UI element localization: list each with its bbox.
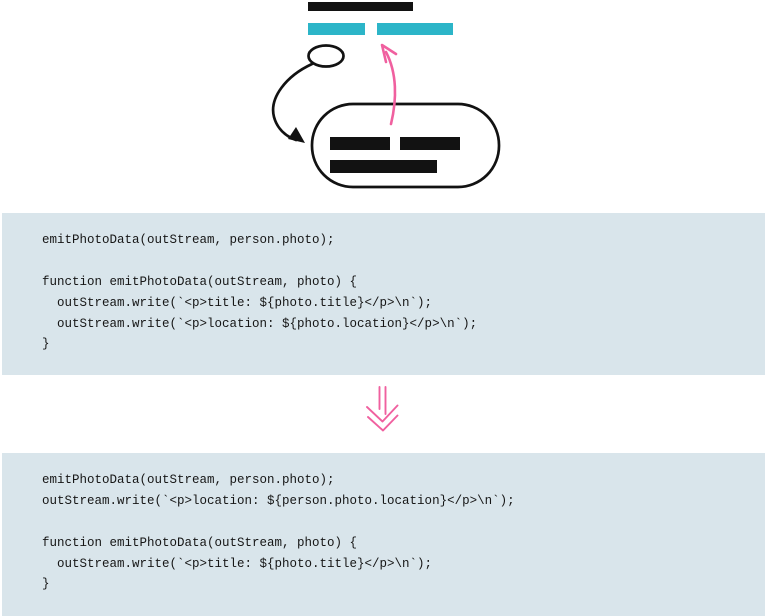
moved-statement-bar-left xyxy=(308,23,365,35)
statement-bar-2 xyxy=(400,137,460,150)
code-line: outStream.write(`<p>title: ${photo.title… xyxy=(42,295,433,310)
move-to-caller-arrow xyxy=(384,50,397,126)
caller-code-bar xyxy=(308,2,413,11)
call-site-oval xyxy=(307,44,345,68)
move-to-caller-arrow-head-icon xyxy=(380,43,398,64)
transform-arrow-icon xyxy=(366,386,399,432)
statement-bar-3 xyxy=(330,160,437,173)
code-before-panel: emitPhotoData(outStream, person.photo); … xyxy=(2,213,765,375)
code-line: function emitPhotoData(outStream, photo)… xyxy=(42,274,358,289)
code-line: outStream.write(`<p>title: ${photo.title… xyxy=(42,556,433,571)
code-line: } xyxy=(42,337,50,352)
call-arrow xyxy=(271,62,314,142)
code-after-panel: emitPhotoData(outStream, person.photo); … xyxy=(2,453,765,616)
code-line xyxy=(42,251,765,272)
code-line: emitPhotoData(outStream, person.photo); xyxy=(42,473,335,487)
statement-bar-1 xyxy=(330,137,390,150)
function-box xyxy=(310,102,501,189)
code-line: outStream.write(`<p>location: ${person.p… xyxy=(42,493,515,508)
code-line xyxy=(42,512,765,533)
code-line: function emitPhotoData(outStream, photo)… xyxy=(42,535,358,550)
code-line: } xyxy=(42,577,50,592)
code-line: outStream.write(`<p>location: ${photo.lo… xyxy=(42,316,478,331)
call-arrow-head-icon xyxy=(288,127,305,143)
moved-statement-bar-right xyxy=(377,23,453,35)
code-line: emitPhotoData(outStream, person.photo); xyxy=(42,233,335,247)
